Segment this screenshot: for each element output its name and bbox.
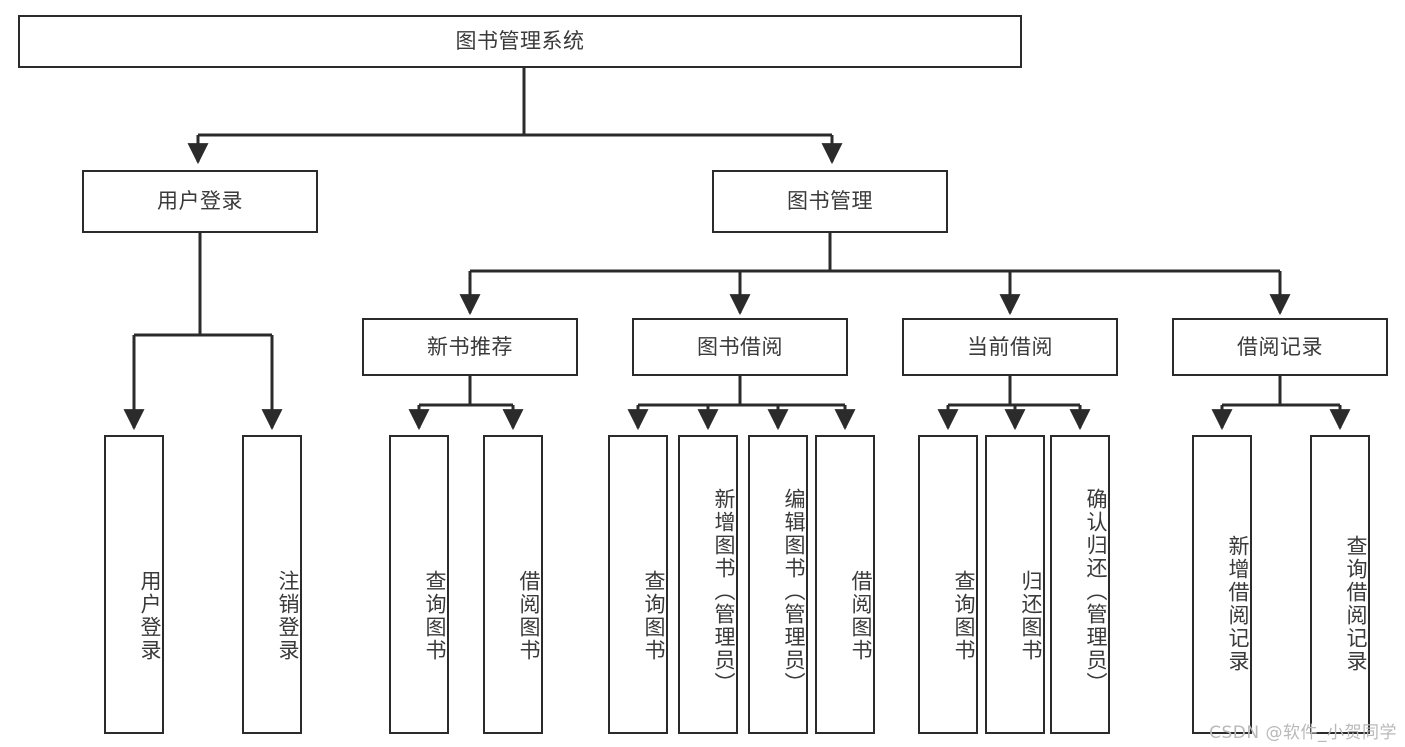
node-leaf-add-record[interactable]: 新增借阅记录	[1192, 435, 1252, 734]
node-leaf-logout-label: 注销登录	[276, 569, 300, 662]
node-book-manage-label: 图书管理	[787, 189, 873, 214]
node-book-manage[interactable]: 图书管理	[712, 170, 948, 233]
node-leaf-query-record-label: 查询借阅记录	[1344, 534, 1368, 673]
node-borrow-record[interactable]: 借阅记录	[1172, 318, 1388, 376]
node-leaf-add-book[interactable]: 新增图书（管理员）	[678, 435, 738, 734]
node-leaf-return-book-label: 归还图书	[1019, 569, 1043, 662]
node-new-book-rec[interactable]: 新书推荐	[362, 318, 578, 376]
node-leaf-user-login[interactable]: 用户登录	[104, 435, 164, 734]
node-leaf-borrow-book-2-label: 借阅图书	[849, 569, 873, 662]
node-leaf-edit-book[interactable]: 编辑图书（管理员）	[748, 435, 808, 734]
node-leaf-add-book-label: 新增图书（管理员）	[712, 488, 736, 695]
node-leaf-logout[interactable]: 注销登录	[242, 435, 302, 734]
node-root-label: 图书管理系统	[455, 29, 585, 54]
watermark: CSDN @软件_小贺同学	[1209, 723, 1397, 743]
node-book-borrow[interactable]: 图书借阅	[632, 318, 848, 376]
node-leaf-user-login-label: 用户登录	[138, 569, 162, 662]
node-book-borrow-label: 图书借阅	[697, 334, 783, 359]
node-leaf-query-book-1-label: 查询图书	[423, 569, 447, 662]
node-leaf-query-book-3[interactable]: 查询图书	[918, 435, 978, 734]
node-current-borrow-label: 当前借阅	[967, 334, 1053, 359]
node-leaf-query-record[interactable]: 查询借阅记录	[1310, 435, 1370, 734]
node-current-borrow[interactable]: 当前借阅	[902, 318, 1118, 376]
node-leaf-return-book[interactable]: 归还图书	[985, 435, 1045, 734]
node-leaf-query-book-2[interactable]: 查询图书	[608, 435, 668, 734]
node-leaf-query-book-3-label: 查询图书	[952, 569, 976, 662]
node-leaf-borrow-book-1[interactable]: 借阅图书	[483, 435, 543, 734]
node-leaf-query-book-1[interactable]: 查询图书	[389, 435, 449, 734]
node-leaf-confirm-return[interactable]: 确认归还（管理员）	[1050, 435, 1110, 734]
node-borrow-record-label: 借阅记录	[1237, 334, 1323, 359]
node-leaf-confirm-return-label: 确认归还（管理员）	[1084, 488, 1108, 695]
node-user-login-label: 用户登录	[157, 189, 243, 214]
node-leaf-add-record-label: 新增借阅记录	[1226, 534, 1250, 673]
node-leaf-borrow-book-2[interactable]: 借阅图书	[815, 435, 875, 734]
node-new-book-rec-label: 新书推荐	[427, 334, 513, 359]
node-leaf-borrow-book-1-label: 借阅图书	[517, 569, 541, 662]
node-leaf-query-book-2-label: 查询图书	[642, 569, 666, 662]
node-root[interactable]: 图书管理系统	[18, 15, 1022, 68]
node-leaf-edit-book-label: 编辑图书（管理员）	[782, 488, 806, 695]
node-user-login[interactable]: 用户登录	[82, 170, 318, 233]
